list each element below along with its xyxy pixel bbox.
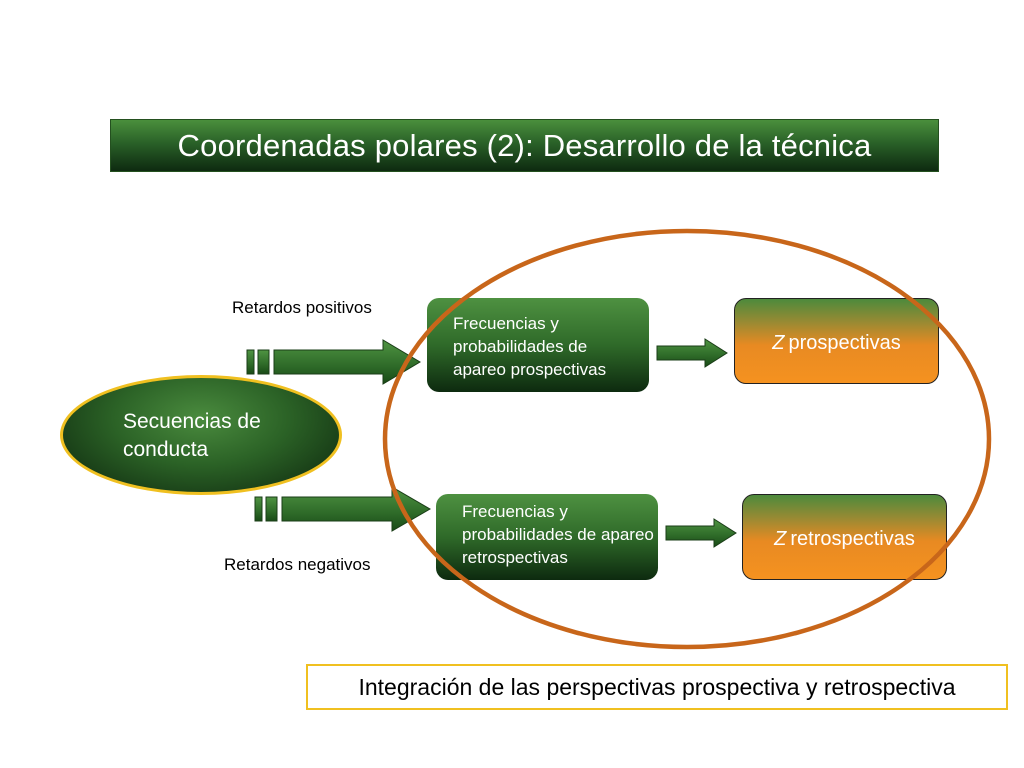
integration-caption-box: Integración de las perspectivas prospect… bbox=[306, 664, 1008, 710]
z-retrospective-label: retrospectivas bbox=[790, 527, 915, 550]
prospective-frequencies-label: Frecuencias y probabilidades de apareo p… bbox=[453, 314, 607, 379]
behavior-sequences-label: Secuencias de conducta bbox=[123, 410, 261, 461]
z-prospective-box: Z prospectivas bbox=[734, 298, 939, 384]
slide-title-bar: Coordenadas polares (2): Desarrollo de l… bbox=[110, 119, 939, 172]
upper-lag-arrow bbox=[246, 339, 421, 385]
prospective-frequencies-box: Frecuencias y probabilidades de apareo p… bbox=[427, 298, 649, 392]
retrospective-frequencies-box: Frecuencias y probabilidades de apareo r… bbox=[436, 494, 658, 580]
to-z-prospective-arrow bbox=[656, 338, 728, 368]
integration-caption: Integración de las perspectivas prospect… bbox=[358, 673, 956, 700]
z-prospective-symbol: Z bbox=[772, 331, 785, 354]
lower-lag-arrow bbox=[254, 486, 431, 532]
to-z-retrospective-arrow bbox=[665, 518, 737, 548]
lags-negative-label: Retardos negativos bbox=[224, 555, 371, 574]
z-retrospective-symbol: Z bbox=[774, 527, 787, 550]
retrospective-frequencies-label: Frecuencias y probabilidades de apareo r… bbox=[462, 502, 654, 567]
z-retrospective-box: Z retrospectivas bbox=[742, 494, 947, 580]
slide-title: Coordenadas polares (2): Desarrollo de l… bbox=[177, 127, 872, 163]
z-prospective-label: prospectivas bbox=[788, 331, 901, 354]
behavior-sequences-ellipse: Secuencias de conducta bbox=[60, 375, 342, 495]
lags-positive-label: Retardos positivos bbox=[232, 298, 372, 317]
